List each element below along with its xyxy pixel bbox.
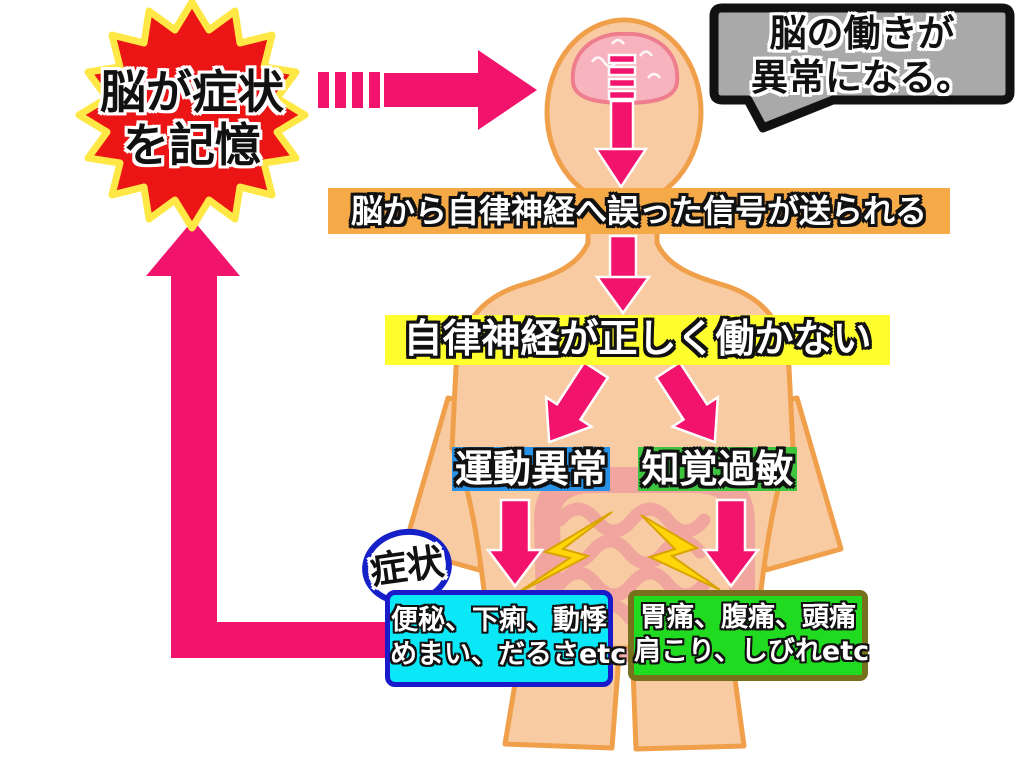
symptom-box-right-line1: 胃痛、腹痛、頭痛 [640, 602, 856, 633]
arrow-brain-to-nerves [593, 53, 649, 190]
loop-arrow [146, 220, 385, 658]
banner-wrong-signal: 脳から自律神経へ誤った信号が送られる [328, 188, 950, 234]
label-sensory-hypersensitivity: 知覚過敏 [638, 447, 797, 491]
arrow-to-motor [544, 360, 610, 444]
speech-bubble-line1: 脳の働きが [769, 12, 955, 55]
symptom-box-left-line1: 便秘、下痢、動悸 [391, 605, 607, 636]
banner-nerves-fail-text: 自律神経が正しく働かない [403, 317, 872, 362]
label-motor-text: 運動異常 [454, 447, 607, 491]
arrow-to-right-box [701, 498, 761, 589]
arrow-to-left-box [485, 498, 545, 589]
label-sensory-text: 知覚過敏 [641, 447, 794, 491]
speech-bubble-shape [709, 3, 1015, 133]
label-motor-abnormality: 運動異常 [452, 447, 610, 491]
symptom-box-left: 便秘、下痢、動悸 めまい、だるさetc [385, 590, 627, 687]
arrow-memory-to-brain [318, 50, 537, 130]
symptom-box-right: 胃痛、腹痛、頭痛 肩こり、しびれetc [628, 590, 870, 681]
symptom-box-left-line2: めまい、だるさetc [390, 639, 627, 670]
starburst-line1: 脳が症状 [100, 65, 284, 119]
speech-bubble-line2: 異常になる。 [751, 56, 973, 99]
arrow-nerves-fail [594, 234, 652, 316]
arrow-to-sensory [654, 360, 720, 444]
banner-nerves-fail: 自律神経が正しく働かない [385, 315, 890, 365]
starburst-line2: を記憶 [123, 118, 261, 172]
symptom-box-right-line2: 肩こり、しびれetc [634, 636, 870, 667]
starburst-shape [75, 0, 309, 232]
starburst-memory: 脳が症状 を記憶 [87, 66, 297, 172]
banner-wrong-signal-text: 脳から自律神経へ誤った信号が送られる [350, 192, 927, 230]
speech-bubble: 脳の働きが 異常になる。 [714, 12, 1010, 100]
